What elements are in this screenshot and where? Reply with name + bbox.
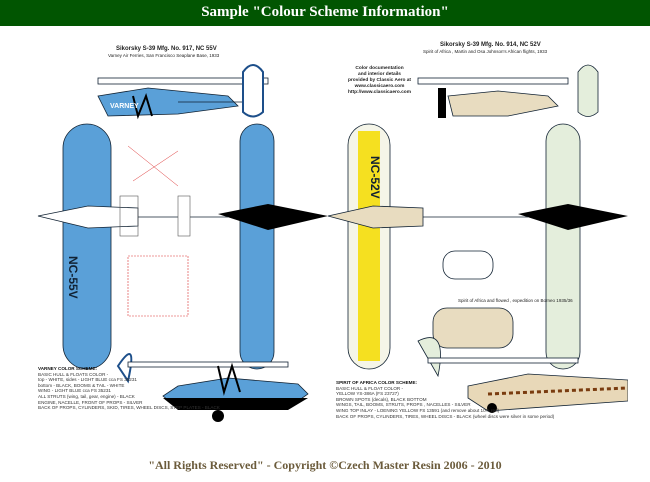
scheme-line: ALL STRUTS (wing, tail, gear, engine) - … xyxy=(38,393,135,399)
colour-scheme-image: Sikorsky S-39 Mfg. No. 917, NC 55V Varne… xyxy=(28,36,628,456)
right-color-scheme: SPIRIT OF AFRICA COLOR SCHEME: BASIC HUL… xyxy=(336,380,554,419)
credit-line: www.classicaero.com xyxy=(354,84,405,89)
scheme-title: VARNEY COLOR SCHEME: xyxy=(38,366,98,371)
page-title: Sample "Colour Scheme Information" xyxy=(0,0,650,26)
scheme-line: WING TOP INLAY - LOENING YELLOW FS 13591… xyxy=(336,407,500,413)
left-plane-title: Sikorsky S-39 Mfg. No. 917, NC 55V xyxy=(116,46,217,52)
copyright-footer: "All Rights Reserved" - Copyright ©Czech… xyxy=(148,458,502,472)
scheme-line: ENGINE, NACELLE, FRONT OF PROPS - SILVER xyxy=(38,399,143,405)
aircraft-drawings xyxy=(37,64,628,422)
credit-line: provided by Classic Aero at xyxy=(348,78,412,83)
scheme-line: bottom - BLACK, BOOMS & TAIL - WHITE xyxy=(38,382,125,388)
right-plan-view xyxy=(327,123,628,370)
left-color-scheme: VARNEY COLOR SCHEME: BASIC HULL & FLOATS… xyxy=(38,366,220,411)
scheme-title: SPIRIT OF AFRICA COLOR SCHEME: xyxy=(336,380,418,385)
scheme-line: WING - LIGHT BLUE cca FS 35231 xyxy=(38,388,111,394)
credit-line: and interior details xyxy=(358,72,401,77)
scheme-line: YELLOW YS-386A (FS 23727) xyxy=(336,391,399,397)
left-registration: NC-55V xyxy=(66,256,80,299)
right-registration: NC-52V xyxy=(368,156,382,199)
right-side-view-top xyxy=(417,64,599,118)
credit-line: Color documentation xyxy=(355,66,404,71)
right-plane-title: Sikorsky S-39 Mfg. No. 914, NC 52V xyxy=(440,42,541,48)
right-side-view-bottom xyxy=(417,337,628,413)
left-side-view-bottom xyxy=(116,353,309,422)
scheme-line: WINGS, TAIL, BOOMS, STRUTS, PROPS , NACE… xyxy=(336,402,471,408)
scheme-line: BACK OF PROPS, CYLINDERS, SKID, TIRES, W… xyxy=(38,405,220,411)
left-plan-view xyxy=(37,123,328,370)
credit-line: http://www.classicaero.com xyxy=(348,90,411,95)
borneo-caption: Spirit of Africa and flowed , expedition… xyxy=(458,298,573,303)
scheme-line: top - WHITE, sides - LIGHT BLUE cca FS 3… xyxy=(38,377,137,383)
scheme-line: BROWN SPOTS (decals), BLACK BOTTOM xyxy=(336,396,427,402)
scheme-line: BASIC HULL & FLOATS COLOR - xyxy=(38,371,109,377)
scheme-line: BACK OF PROPS, CYLINDERS, TIRES, WHEEL D… xyxy=(336,413,555,419)
left-side-view-top xyxy=(97,64,269,120)
scheme-line: BASIC HULL & FLOAT COLOR - xyxy=(336,385,404,391)
credit-text: Color documentation and interior details… xyxy=(348,66,411,96)
right-plane-subtitle: Spirit of Africa , Martin and Osa Johnso… xyxy=(423,49,548,54)
left-plane-subtitle: Varney Air Ferries, San Francisco Seapla… xyxy=(108,53,220,58)
left-hull-name: VARNEY xyxy=(110,103,139,110)
